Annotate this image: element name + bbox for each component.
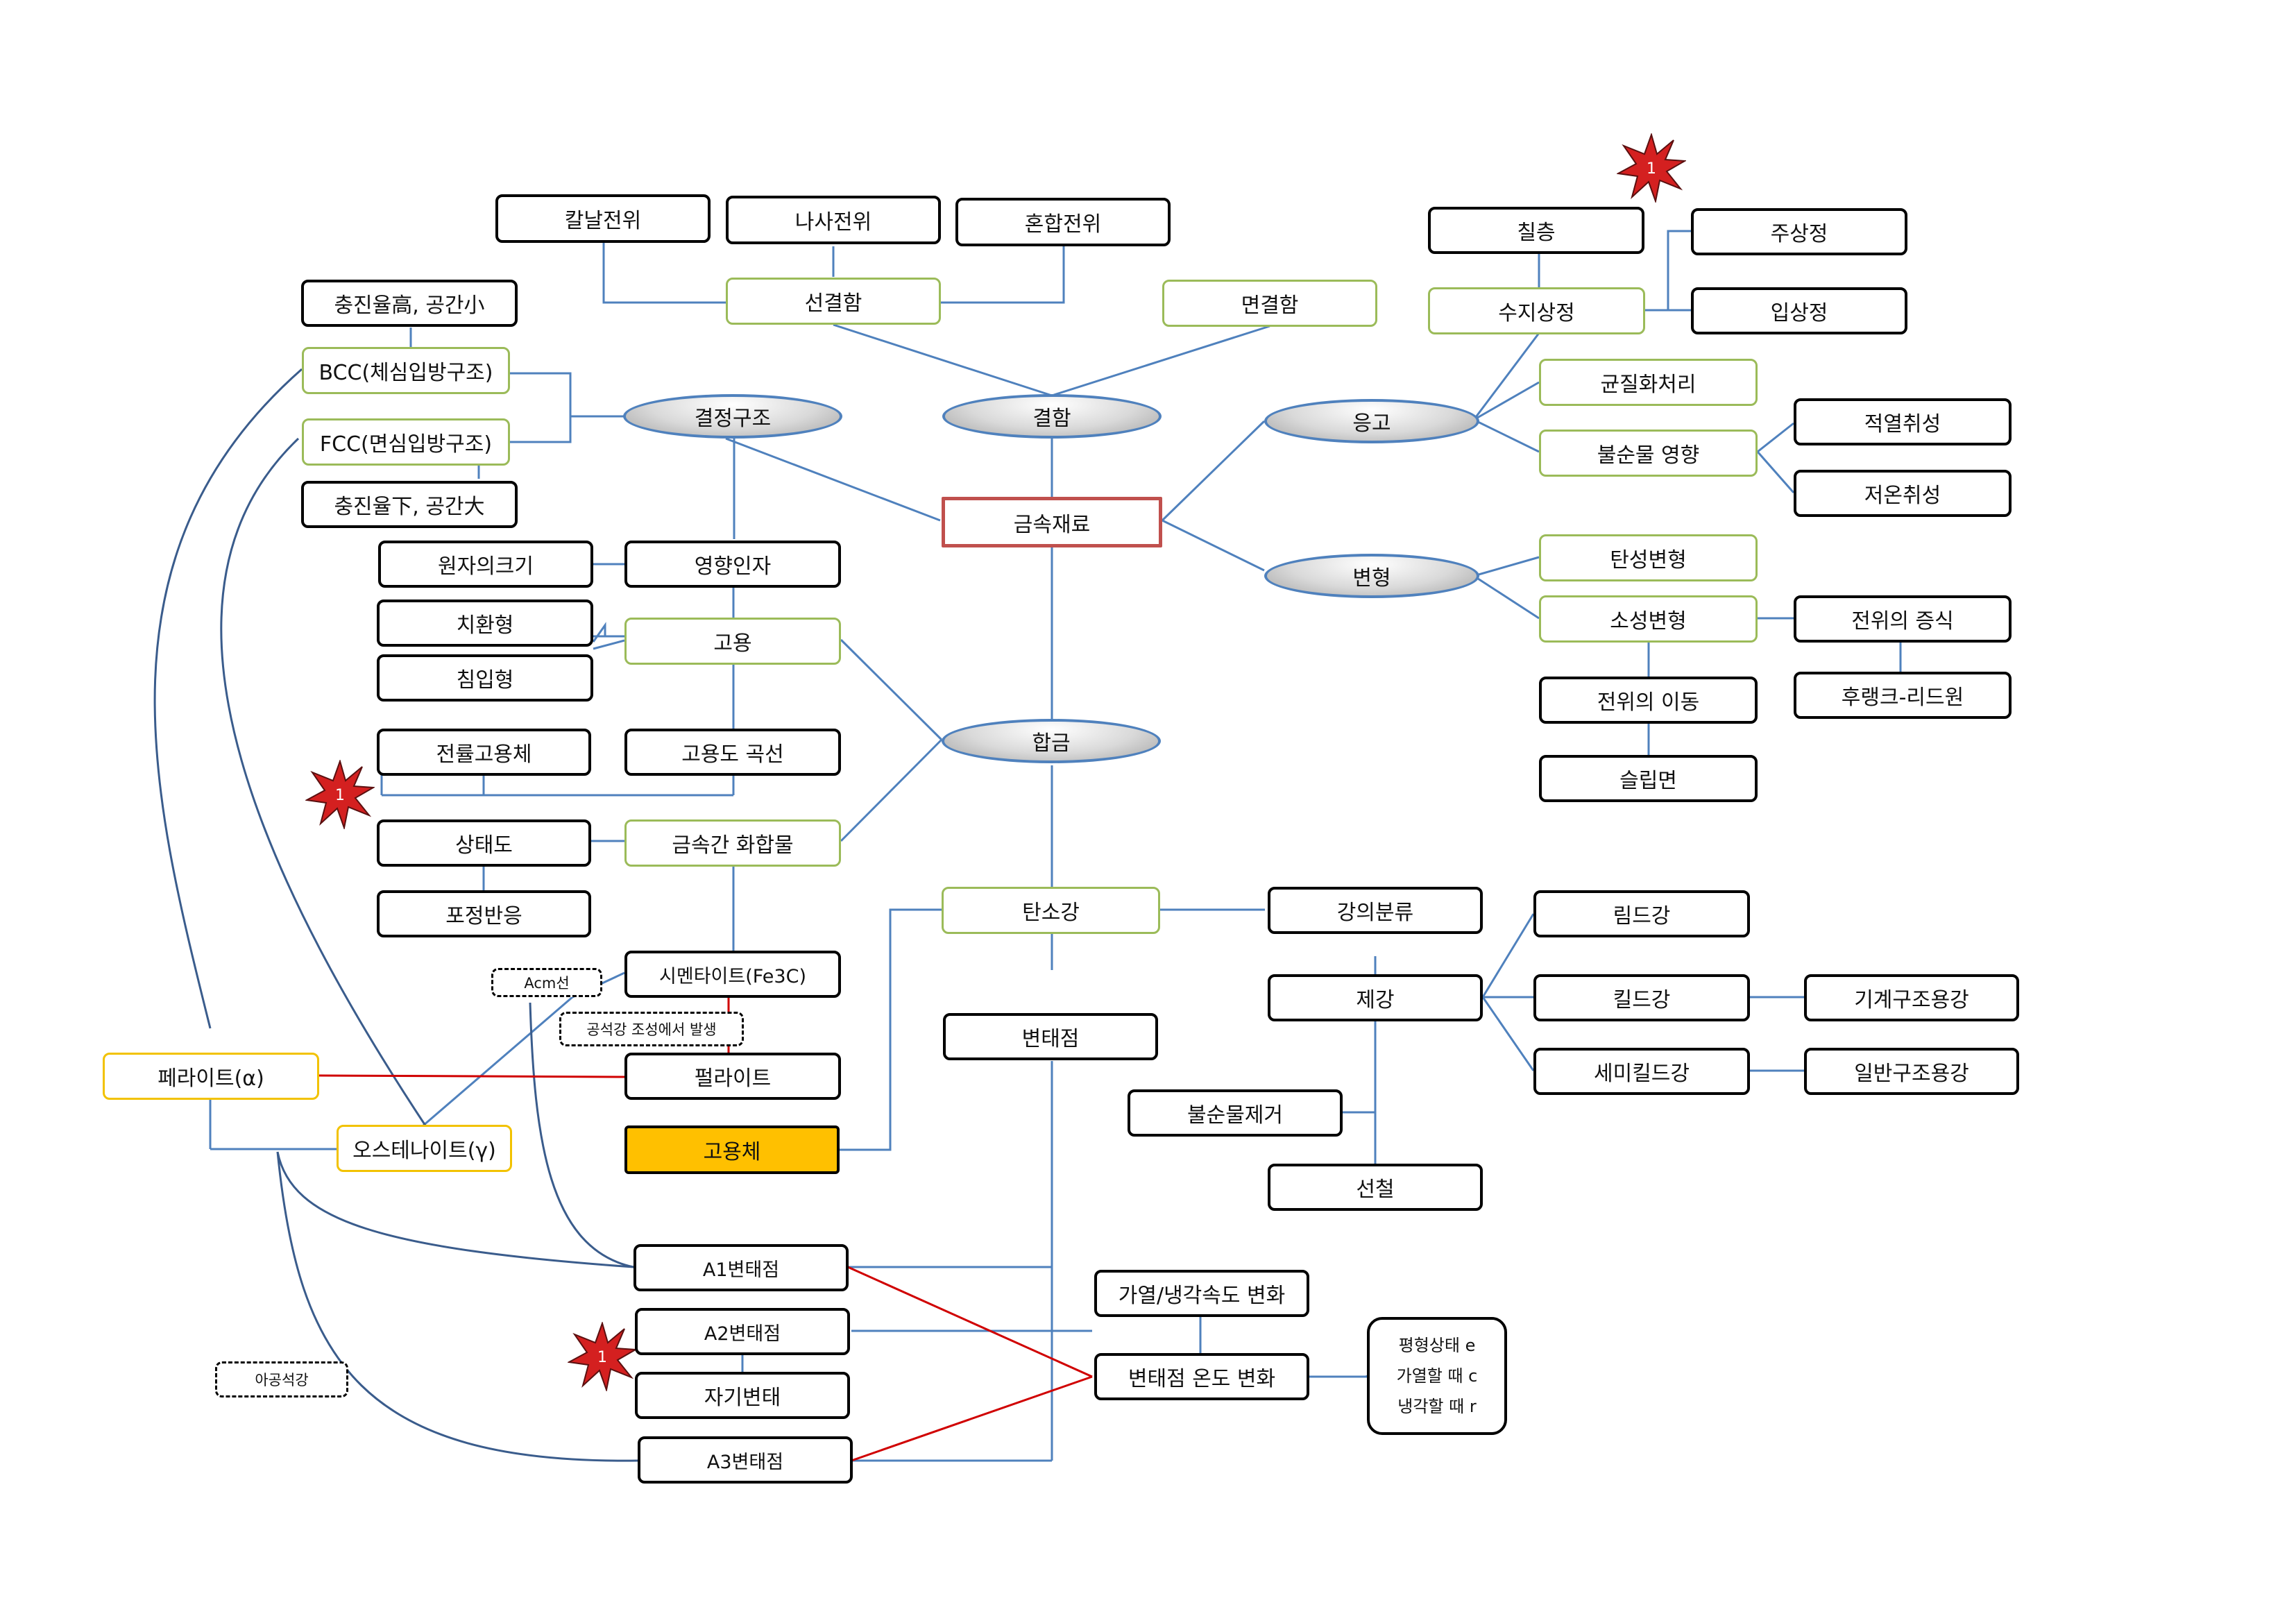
node-peritectic-reaction: 포정반응 xyxy=(377,890,591,937)
node-transformation-point: 변태점 xyxy=(943,1013,1158,1060)
node-ferrite: 페라이트(α) xyxy=(103,1053,319,1100)
legend-equilibrium: 평형상태 e xyxy=(1398,1336,1476,1355)
node-solidification: 응고 xyxy=(1264,399,1479,443)
node-frank-read-source: 후랭크-리드원 xyxy=(1794,672,2012,719)
marker-burst-icon: 1 xyxy=(1617,133,1686,203)
marker-number: 1 xyxy=(597,1349,607,1366)
node-substitutional: 치환형 xyxy=(377,600,593,647)
node-state-legend: 평형상태 e 가열할 때 c 냉각할 때 r xyxy=(1367,1317,1507,1435)
node-bcc-note: 충진율高, 공간小 xyxy=(301,280,518,327)
node-cementite: 시멘타이트(Fe3C) xyxy=(624,951,841,998)
node-cold-shortness: 저온취성 xyxy=(1794,470,2012,517)
legend-heating: 가열할 때 c xyxy=(1396,1366,1478,1386)
legend-cooling: 냉각할 때 r xyxy=(1397,1397,1477,1416)
node-defect: 결함 xyxy=(942,394,1162,439)
curved-connectors xyxy=(153,368,638,1462)
node-elastic-deformation: 탄성변형 xyxy=(1539,534,1758,581)
marker-burst-icon: 1 xyxy=(568,1322,637,1391)
node-dislocation-move: 전위의 이동 xyxy=(1539,677,1758,724)
node-hypereutectoid-note: 공석강 조성에서 발생 xyxy=(559,1012,744,1046)
node-columnar-crystal: 주상정 xyxy=(1691,208,1907,255)
marker-burst-icon: 1 xyxy=(305,760,375,829)
node-solid-body: 고용체 xyxy=(624,1125,840,1174)
node-hypoeutectoid-steel: 아공석강 xyxy=(215,1361,348,1397)
node-austenite: 오스테나이트(γ) xyxy=(337,1125,512,1172)
node-red-shortness: 적열취성 xyxy=(1794,398,2012,445)
node-pig-iron: 선철 xyxy=(1268,1164,1483,1211)
node-line-defect: 선결함 xyxy=(726,278,941,325)
node-impurity-removal: 불순물제거 xyxy=(1128,1089,1343,1137)
node-slip-plane: 슬립면 xyxy=(1539,755,1758,802)
node-atom-size: 원자의크기 xyxy=(378,541,593,588)
node-semikilled-steel: 세미킬드강 xyxy=(1533,1048,1750,1095)
node-rimmed-steel: 림드강 xyxy=(1533,890,1750,937)
node-rate-change: 가열/냉각속도 변화 xyxy=(1094,1270,1309,1317)
node-complete-solid-solution: 전률고용체 xyxy=(377,729,591,776)
node-equiaxed-crystal: 입상정 xyxy=(1691,287,1907,334)
node-edge-dislocation: 칼날전위 xyxy=(495,194,711,243)
node-bcc: BCC(체심입방구조) xyxy=(302,347,510,394)
node-magnetic-transformation: 자기변태 xyxy=(635,1372,850,1419)
node-chill-layer: 칠층 xyxy=(1428,207,1644,254)
node-screw-dislocation: 나사전위 xyxy=(726,196,941,244)
node-pearlite: 펄라이트 xyxy=(624,1053,841,1100)
node-killed-steel: 킬드강 xyxy=(1533,974,1750,1021)
connector-lines xyxy=(209,230,1902,1462)
node-fcc: FCC(면심입방구조) xyxy=(302,418,510,466)
node-influence-factor: 영향인자 xyxy=(624,541,841,588)
node-plastic-deformation: 소성변형 xyxy=(1539,595,1758,643)
node-solvus-curve: 고용도 곡선 xyxy=(624,729,841,776)
marker-number: 1 xyxy=(335,787,345,804)
node-acm-line: Acm선 xyxy=(491,968,602,997)
node-a2-transformation: A2변태점 xyxy=(635,1308,850,1355)
node-steelmaking: 제강 xyxy=(1268,974,1483,1021)
node-a3-transformation: A3변태점 xyxy=(638,1436,853,1484)
node-impurity-effect: 불순물 영향 xyxy=(1539,430,1758,477)
node-dislocation-increase: 전위의 증식 xyxy=(1794,595,2012,643)
node-interstitial: 침입형 xyxy=(377,654,593,702)
node-general-structural-steel: 일반구조용강 xyxy=(1804,1048,2019,1095)
node-carbon-steel: 탄소강 xyxy=(942,887,1160,934)
node-dendrite-zone: 수지상정 xyxy=(1428,287,1645,334)
marker-number: 1 xyxy=(1647,160,1656,178)
node-mixed-dislocation: 혼합전위 xyxy=(955,198,1171,246)
node-alloy: 합금 xyxy=(942,719,1161,763)
node-crystal-structure: 결정구조 xyxy=(623,394,842,439)
node-root-metal-material: 금속재료 xyxy=(942,497,1162,547)
node-a1-transformation: A1변태점 xyxy=(633,1244,849,1291)
node-deformation: 변형 xyxy=(1264,554,1479,598)
node-machine-structural-steel: 기계구조용강 xyxy=(1804,974,2019,1021)
node-solid-solution: 고용 xyxy=(624,618,841,665)
node-plane-defect: 면결함 xyxy=(1162,280,1377,327)
node-homogenization: 균질화처리 xyxy=(1539,359,1758,406)
node-fcc-note: 충진율下, 공간大 xyxy=(301,481,518,528)
node-steel-classification: 강의분류 xyxy=(1268,887,1483,934)
node-phase-diagram: 상태도 xyxy=(377,819,591,867)
node-intermetallic-compound: 금속간 화합물 xyxy=(624,819,841,867)
node-temp-change: 변태점 온도 변화 xyxy=(1094,1353,1309,1400)
